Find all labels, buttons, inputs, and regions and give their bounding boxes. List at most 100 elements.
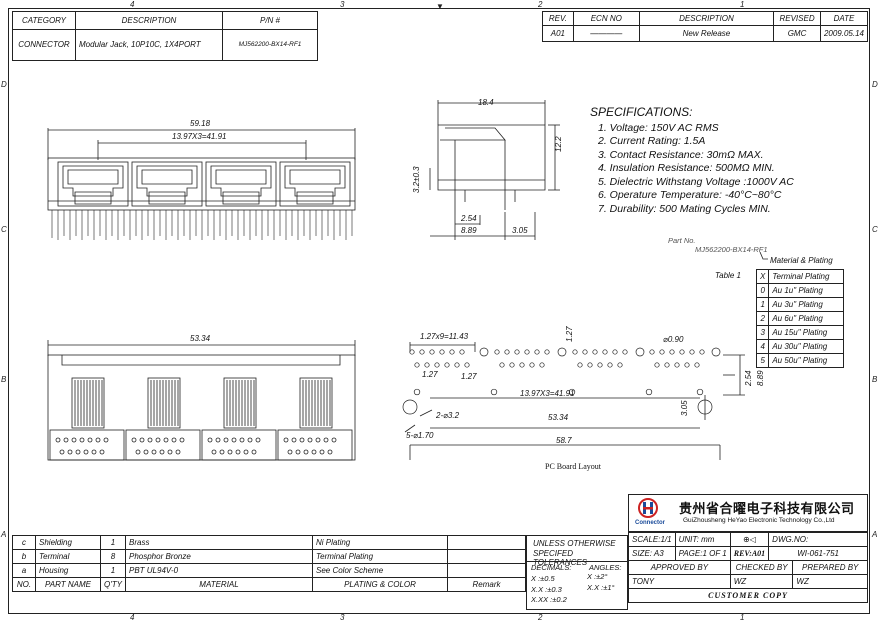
dim-pcb-090: ⌀0.90: [663, 335, 684, 344]
revision-block: REV. ECN NO DESCRIPTION REVISED DATE A01…: [542, 11, 869, 42]
spec-item: 2. Current Rating: 1.5A: [598, 135, 706, 147]
bom-hdr-remark: Remark: [447, 577, 526, 592]
zone-bottom-3: 3: [340, 613, 345, 622]
sheet-unit: UNIT: mm: [674, 532, 731, 547]
sheet-rev: REV:A01: [729, 546, 770, 561]
spec-item: 5. Dielectric Withstang Voltage :1000V A…: [598, 175, 794, 188]
spec-item: 1. Voltage: 150V AC RMS: [598, 121, 719, 134]
dim-pcb-127b: 1.27: [422, 370, 438, 379]
bom-no: b: [12, 549, 36, 564]
zone-right-c: C: [872, 225, 878, 234]
tol-axx: X.X :±1°: [587, 583, 615, 592]
sheet-dwg-label: DWG.NO:: [768, 532, 868, 547]
side-view: [429, 100, 560, 240]
spec-item: 3. Contact Resistance: 30mΩ MAX.: [598, 148, 764, 161]
plating-x: 1: [755, 297, 770, 312]
dim-pcb-127c: 1.27: [461, 372, 477, 381]
company-logo-icon: [637, 497, 667, 519]
spec-item: 4. Insulation Resistance: 500MΩ MIN.: [598, 162, 775, 174]
dim-pcb-254: 2.54: [744, 370, 753, 386]
bom-material: Phosphor Bronze: [125, 549, 313, 564]
company-name-en: GuiZhousheng HeYao Electronic Technology…: [683, 517, 835, 524]
dim-side-889: 8.89: [461, 226, 477, 235]
tol-angles: ANGLES:: [589, 563, 622, 572]
tol-ax: X :±2°: [587, 572, 608, 581]
plating-value: Au 1u" Plating: [768, 283, 845, 298]
part-no-label: Part No.: [668, 236, 696, 245]
company-block: Connector 贵州省合曜电子科技有限公司 GuiZhousheng HeY…: [628, 494, 868, 532]
customer-copy: CUSTOMER COPY: [628, 588, 868, 603]
drawing-frame: [8, 8, 870, 614]
plating-hdr-x: X: [755, 269, 770, 284]
bom-name: Terminal: [35, 549, 101, 564]
bom-hdr-name: PART NAME: [35, 577, 101, 592]
center-mark: ▼: [436, 2, 444, 11]
plating-x: 4: [755, 339, 770, 354]
front-view: [47, 128, 356, 240]
tol-xxx: X.XX :±0.2: [531, 595, 567, 604]
tolerance-block: UNLESS OTHERWISE SPECIFED TOLERANCES DEC…: [526, 535, 628, 610]
dim-pcb-170: 5-⌀1.70: [406, 431, 434, 440]
zone-left-a: A: [1, 530, 7, 539]
dim-pcb-32: 2-⌀3.2: [436, 411, 460, 420]
tol-x: X :±0.5: [531, 574, 555, 583]
tol-decimals: DECIMALS:: [531, 563, 572, 572]
part-no-callout: Material & Plating: [770, 256, 833, 265]
sheet-block: SCALE:1/1 UNIT: mm ⊕◁ DWG.NO: SIZE: A3 P…: [628, 532, 868, 603]
sheet-page: PAGE:1 OF 1: [674, 546, 731, 561]
title-block: CATEGORY DESCRIPTION P/N # CONNECTOR Mod…: [12, 11, 318, 61]
spec-title: SPECIFICATIONS:: [590, 105, 693, 119]
zone-top-2: 2: [538, 0, 543, 9]
bom-hdr-material: MATERIAL: [125, 577, 313, 592]
bom-table: c Shielding 1 Brass Ni Plating b Termina…: [12, 535, 526, 592]
tol-title2: SPECIFED TOLERANCES: [533, 549, 588, 567]
pn-value: MJ562200-BX14-RF1: [222, 29, 318, 61]
plating-value: Au 50u" Plating: [768, 353, 845, 368]
zone-left-d: D: [1, 80, 7, 89]
ecn-value: ————: [572, 25, 640, 42]
bom-plating: Ni Plating: [312, 535, 448, 550]
bom-hdr-no: NO.: [12, 577, 36, 592]
bom-no: a: [12, 563, 36, 578]
zone-right-d: D: [872, 80, 878, 89]
tol-divider: [527, 561, 627, 562]
bom-material: PBT UL94V-0: [125, 563, 313, 578]
sheet-scale: SCALE:1/1: [628, 532, 676, 547]
dim-pcb-4191: 13.97X3=41.91: [520, 389, 575, 398]
bom-qty: 8: [100, 549, 126, 564]
dim-side-32: 3.2±0.3: [412, 166, 421, 193]
approved-label: APPROVED BY: [628, 560, 731, 575]
zone-top-3: 3: [340, 0, 345, 9]
dim-side-width: 18.4: [478, 98, 494, 107]
zone-left-b: B: [1, 375, 7, 384]
prepared-value: WZ: [792, 574, 868, 589]
bom-name: Shielding: [35, 535, 101, 550]
zone-right-b: B: [872, 375, 878, 384]
dim-pcb-pitch: 1.27x9=11.43: [420, 332, 469, 341]
tol-xx: X.X :±0.3: [531, 585, 562, 594]
bom-qty: 1: [100, 535, 126, 550]
bom-remark: [447, 535, 526, 550]
plating-x: 5: [755, 353, 770, 368]
plating-hdr-terminal: Terminal Plating: [768, 269, 845, 284]
tol-title1: UNLESS OTHERWISE: [533, 539, 616, 548]
bom-qty: 1: [100, 563, 126, 578]
bom-remark: [447, 549, 526, 564]
description-value: Modular Jack, 10P10C, 1X4PORT: [75, 29, 223, 61]
checked-label: CHECKED BY: [729, 560, 794, 575]
plating-value: Au 3u" Plating: [768, 297, 845, 312]
dim-pcb-587: 58.7: [556, 436, 572, 445]
prepared-label: PREPARED BY: [792, 560, 868, 575]
spec-item: 6. Operature Temperature: -40°C~80°C: [598, 189, 782, 201]
dim-bottom-total: 53.34: [190, 334, 211, 343]
sheet-dwg-no: WI-061-751: [768, 546, 868, 561]
dim-front-pitch: 13.97X3=41.91: [172, 132, 227, 141]
company-name-cn: 贵州省合曜电子科技有限公司: [679, 502, 855, 517]
bom-material: Brass: [125, 535, 313, 550]
plating-value: Au 30u" Plating: [768, 339, 845, 354]
checked-value: WZ: [729, 574, 794, 589]
dim-side-254: 2.54: [461, 214, 477, 223]
pcb-layout: [402, 342, 745, 460]
zone-bottom-4: 4: [130, 613, 135, 622]
